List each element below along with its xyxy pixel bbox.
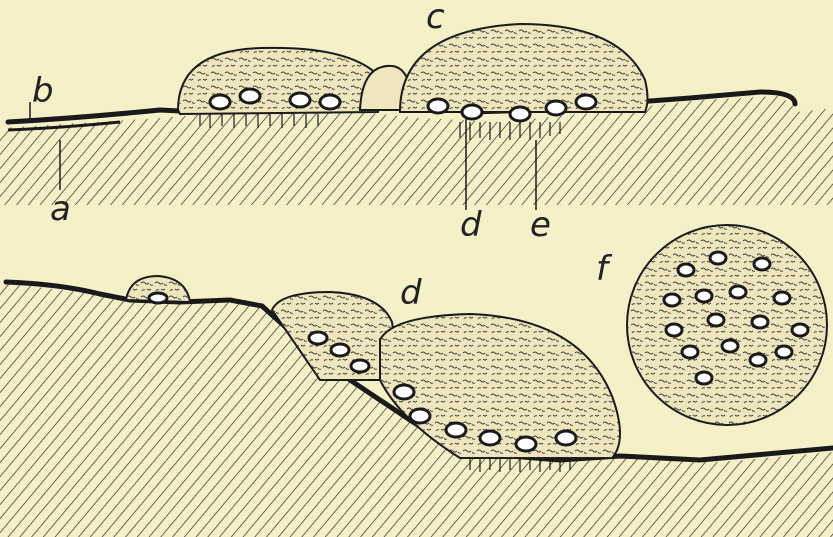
top-fruiting-body-left bbox=[178, 48, 378, 114]
label-d-top: d bbox=[460, 208, 482, 242]
top-section bbox=[0, 24, 833, 210]
label-c: c bbox=[426, 0, 445, 34]
top-fruiting-body-right bbox=[400, 24, 648, 121]
label-d-bottom: d bbox=[400, 276, 422, 310]
bottom-fruiting-body-small bbox=[126, 276, 190, 303]
label-f: f bbox=[596, 252, 608, 286]
label-a: a bbox=[50, 192, 71, 226]
label-b: b bbox=[32, 74, 54, 108]
label-e: e bbox=[530, 208, 551, 242]
cross-section-f bbox=[627, 225, 827, 425]
